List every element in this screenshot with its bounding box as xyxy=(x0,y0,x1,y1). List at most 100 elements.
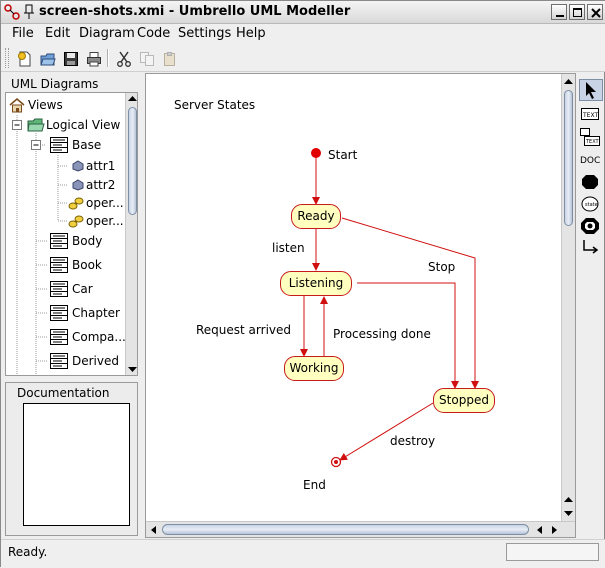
text-icon: TEXT xyxy=(581,108,599,120)
operation-icon xyxy=(68,215,84,228)
documentation-textarea[interactable] xyxy=(23,403,130,526)
scroll-left-icon[interactable] xyxy=(534,524,546,536)
transition-label-destroy: destroy xyxy=(390,434,436,448)
copy-button[interactable] xyxy=(136,48,158,70)
print-button[interactable] xyxy=(83,48,105,70)
tree-label: Book xyxy=(72,258,102,272)
status-progress-box xyxy=(506,543,599,561)
toolbar-separator xyxy=(107,49,109,67)
maximize-button[interactable] xyxy=(569,4,585,20)
documentation-panel: Documentation xyxy=(5,382,138,536)
canvas-vscroll-thumb[interactable] xyxy=(564,90,573,226)
status-text: Ready. xyxy=(8,545,48,559)
scroll-down-icon[interactable] xyxy=(126,363,138,375)
transition-ready-stopped xyxy=(341,217,479,389)
diagram-canvas[interactable]: Server States Start End Ready Listening … xyxy=(145,73,576,538)
state-ready[interactable]: Ready xyxy=(291,204,341,229)
tree-item-chapter[interactable]: Chapter xyxy=(6,303,126,323)
tool-palette: TEXT TEXT DOC state xyxy=(577,73,604,263)
menu-settings[interactable]: Settings xyxy=(178,26,232,41)
tree-label: Views xyxy=(28,98,63,112)
tree-label: Chapter xyxy=(72,306,120,320)
state-tool[interactable]: state xyxy=(579,194,603,216)
scroll-left-icon[interactable] xyxy=(148,524,160,536)
new-button[interactable] xyxy=(14,48,36,70)
tree-item-attr2[interactable]: attr2 xyxy=(6,175,126,195)
scroll-up-icon[interactable] xyxy=(562,76,575,88)
transition-stopped-end xyxy=(339,402,434,461)
canvas-hscroll-thumb[interactable] xyxy=(162,524,529,535)
folder-icon xyxy=(27,118,45,132)
tree-item-attr1[interactable]: attr1 xyxy=(6,156,126,176)
tree-scroll-thumb[interactable] xyxy=(128,107,137,215)
tree-label: attr2 xyxy=(86,178,116,192)
transition-tool[interactable] xyxy=(579,238,603,260)
close-button[interactable] xyxy=(587,4,603,20)
scroll-up-icon[interactable] xyxy=(126,93,138,105)
canvas-vertical-scrollbar[interactable] xyxy=(561,74,575,521)
paste-icon xyxy=(164,52,175,66)
scroll-down-icon[interactable] xyxy=(562,507,575,519)
diagram-drawing xyxy=(300,148,479,468)
umbrello-app-icon[interactable] xyxy=(4,4,20,20)
docs-tool[interactable]: DOC xyxy=(579,150,603,172)
text-tool[interactable]: TEXT xyxy=(579,104,603,126)
select-tool[interactable] xyxy=(579,79,603,101)
tree-vertical-scrollbar[interactable] xyxy=(125,93,138,375)
pin-icon[interactable] xyxy=(23,4,35,20)
menu-help[interactable]: Help xyxy=(236,26,266,41)
svg-text:DOC: DOC xyxy=(580,156,600,166)
documentation-title: Documentation xyxy=(17,386,110,400)
svg-text:state: state xyxy=(585,202,598,208)
diagram-title: Server States xyxy=(174,98,256,112)
tree-label: Compa... xyxy=(72,330,126,344)
class-icon xyxy=(50,257,68,273)
end-state-tool[interactable] xyxy=(579,216,603,238)
save-button[interactable] xyxy=(60,48,82,70)
cut-button[interactable] xyxy=(113,48,135,70)
scroll-right-icon[interactable] xyxy=(548,524,560,536)
tree-item-operation-2[interactable]: oper... xyxy=(6,211,126,231)
state-listening[interactable]: Listening xyxy=(280,271,352,296)
tree-item-views[interactable]: Views xyxy=(6,95,126,115)
tree-item-company[interactable]: Compa... xyxy=(6,327,126,347)
toolbar-grip[interactable] xyxy=(5,48,9,68)
canvas-horizontal-scrollbar[interactable] xyxy=(146,521,575,537)
state-working[interactable]: Working xyxy=(284,356,344,381)
class-icon xyxy=(50,305,68,321)
tree-item-book[interactable]: Book xyxy=(6,255,126,275)
scroll-up-icon[interactable] xyxy=(562,494,575,506)
transition-label-stop: Stop xyxy=(428,260,456,274)
uml-tree-view[interactable]: Views Logical View Base attr1 xyxy=(5,92,138,376)
tree-item-car[interactable]: Car xyxy=(6,279,126,299)
tree-lines xyxy=(12,115,68,375)
tree-item-body[interactable]: Body xyxy=(6,231,126,251)
tree-item-logical-view[interactable]: Logical View xyxy=(6,115,126,135)
select-arrow-icon xyxy=(586,82,596,99)
print-icon xyxy=(87,52,101,67)
svg-text:TEXT: TEXT xyxy=(582,112,598,119)
tree-label: oper... xyxy=(86,196,124,210)
docs-icon: DOC xyxy=(580,156,600,166)
menu-edit[interactable]: Edit xyxy=(45,26,71,41)
tree-item-base[interactable]: Base xyxy=(6,135,126,155)
menu-file[interactable]: File xyxy=(12,26,34,41)
title-bar[interactable]: screen-shots.xmi - Umbrello UML Modeller xyxy=(1,1,605,24)
minimize-button[interactable] xyxy=(551,4,567,20)
tree-label: oper... xyxy=(86,214,124,228)
state-stopped[interactable]: Stopped xyxy=(433,388,495,413)
menu-bar: File Edit Diagram Code Settings Help xyxy=(1,24,605,45)
tree-item-operation-1[interactable]: oper... xyxy=(6,193,126,213)
initial-state-tool[interactable] xyxy=(579,172,603,194)
tree-label: Base xyxy=(72,138,102,152)
save-disk-icon xyxy=(64,52,78,66)
operation-icon xyxy=(68,197,84,210)
tree-item-derived[interactable]: Derived xyxy=(6,351,126,371)
tree-label: attr1 xyxy=(86,159,116,173)
status-bar: Ready. xyxy=(1,539,605,568)
menu-code[interactable]: Code xyxy=(137,26,171,41)
menu-diagram[interactable]: Diagram xyxy=(79,26,135,41)
open-button[interactable] xyxy=(37,48,59,70)
paste-button[interactable] xyxy=(159,48,181,70)
note-tool[interactable]: TEXT xyxy=(579,127,603,149)
